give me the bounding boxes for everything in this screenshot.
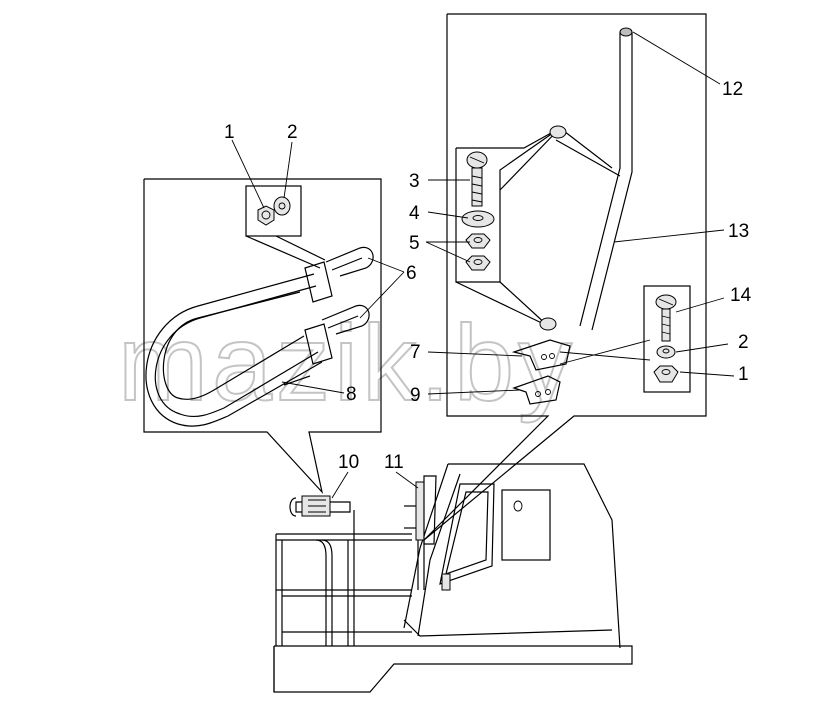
nut-icon-lower <box>465 255 491 271</box>
railing <box>275 510 412 646</box>
cab-body <box>403 463 621 649</box>
callout-7: 7 <box>410 342 421 363</box>
callout-1-right: 1 <box>738 364 749 385</box>
bolt-icon <box>466 151 488 207</box>
nut-icon-right <box>653 365 679 383</box>
left-inset-frame <box>143 178 382 495</box>
nut-icon-upper <box>465 233 491 249</box>
callout-2-left: 2 <box>287 122 298 143</box>
bolt-icon-right <box>655 294 677 342</box>
leader-lines-left <box>231 139 405 394</box>
callout-3: 3 <box>409 171 420 192</box>
callout-2-right: 2 <box>738 332 749 353</box>
mirror-rod <box>539 27 633 331</box>
callout-1-left: 1 <box>224 122 235 143</box>
callout-11: 11 <box>384 452 404 473</box>
washer-icon <box>273 196 291 216</box>
right-inset-frame <box>423 13 707 541</box>
callout-6: 6 <box>406 263 417 284</box>
washer-large-icon <box>461 210 495 228</box>
deck-platform <box>273 645 633 693</box>
bracket-7 <box>511 339 571 371</box>
nut-icon <box>257 205 275 226</box>
mirror-assembly <box>404 475 437 590</box>
nut-washer-subbox <box>245 185 326 269</box>
callout-4: 4 <box>409 203 420 224</box>
callout-10: 10 <box>338 452 359 473</box>
leader-lines-right <box>425 31 735 395</box>
handrail-detail <box>145 261 333 427</box>
callout-9: 9 <box>410 385 421 406</box>
leader-lines-assembly <box>331 471 419 499</box>
screw-nut-subbox-right <box>643 285 691 393</box>
callout-8: 8 <box>346 384 357 405</box>
bracket-9 <box>512 375 561 405</box>
callout-13: 13 <box>728 221 749 242</box>
callout-14: 14 <box>730 285 752 306</box>
callout-5: 5 <box>409 233 420 254</box>
callout-12: 12 <box>722 79 743 100</box>
u-bolts <box>321 246 374 335</box>
washer-icon-right <box>656 345 676 359</box>
screw-nut-subbox <box>455 127 561 327</box>
handrail-assembly <box>289 495 351 517</box>
